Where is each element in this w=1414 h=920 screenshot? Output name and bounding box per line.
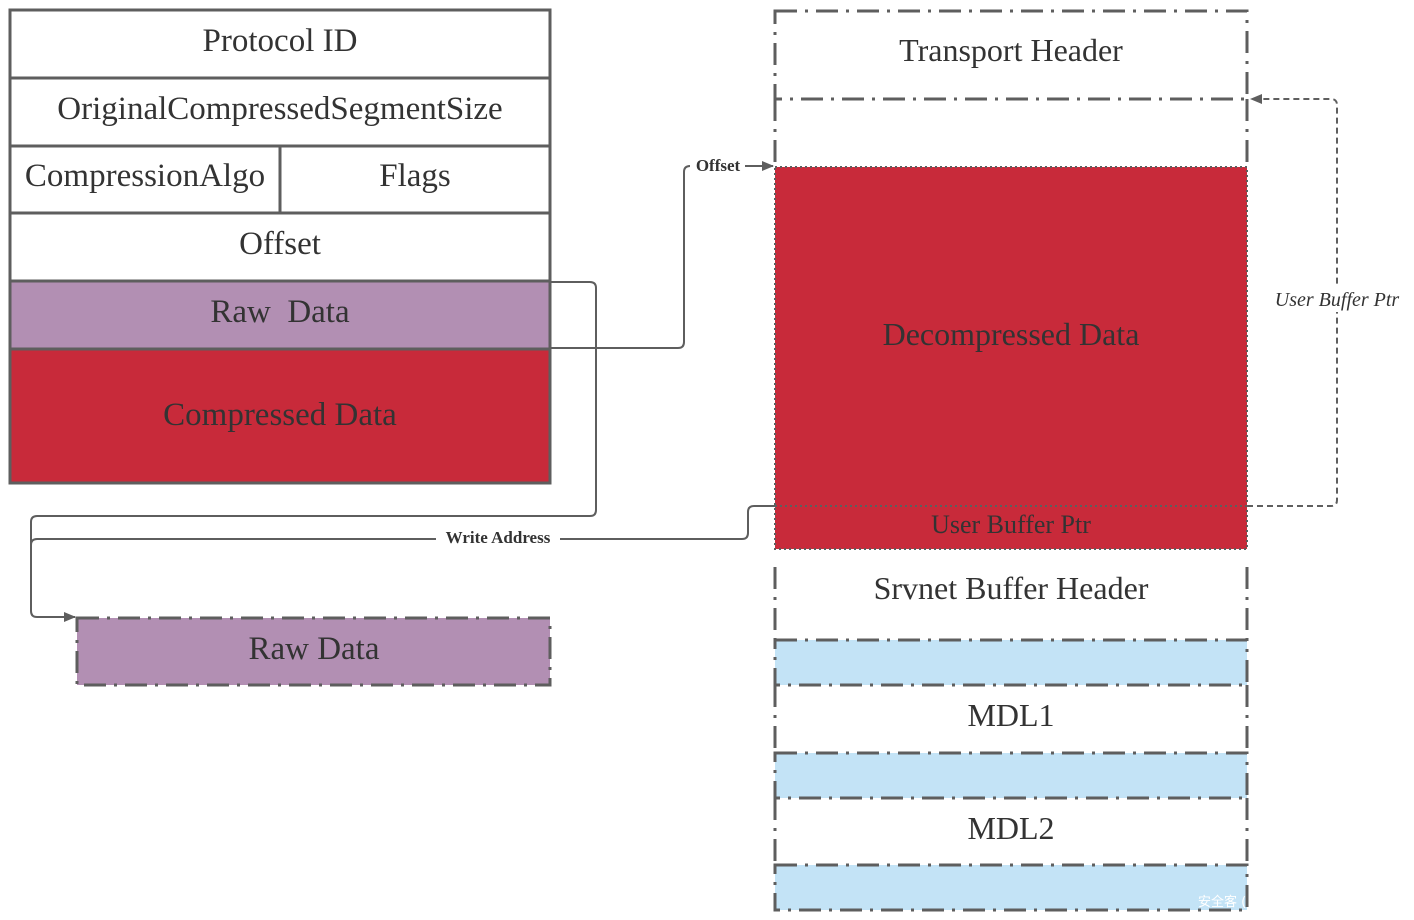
user-buffer-ptr-label: User Buffer Ptr: [1275, 289, 1400, 311]
mdl2-label: MDL2: [967, 810, 1054, 846]
raw-data-field: [8, 279, 552, 351]
decompressed-data-box: [774, 166, 1248, 550]
decompressed-data-label: Decompressed Data: [883, 316, 1140, 352]
protocol-id-field: [8, 8, 552, 80]
transport-header-label: Transport Header: [899, 32, 1123, 68]
compressed-data-label: Compressed Data: [163, 397, 397, 433]
flags-field: [278, 144, 552, 215]
flags-label: Flags: [379, 158, 451, 194]
write-address-connector-left: [30, 538, 436, 560]
srvnet-header-label: Srvnet Buffer Header: [874, 570, 1149, 606]
mdl-band-3: [773, 863, 1249, 912]
protocol-id-label: Protocol ID: [203, 23, 358, 59]
raw-data-connector: [30, 281, 597, 622]
user-buffer-ptr-label-bg: [1266, 286, 1408, 312]
raw-data-label: Raw Data: [210, 294, 350, 330]
mdl-band-2: [773, 751, 1249, 800]
raw-data-destination: Raw Data: [75, 616, 552, 687]
compression-algo-label: CompressionAlgo: [25, 158, 265, 194]
offset-connector-label: Offset: [696, 156, 741, 175]
compressed-data-field: [8, 347, 552, 485]
original-size-label: OriginalCompressedSegmentSize: [57, 91, 502, 127]
raw-data-dest-box: [75, 616, 552, 687]
original-size-field: [8, 76, 552, 148]
write-address-connector-right: [560, 505, 775, 540]
mdl1-label: MDL1: [967, 697, 1054, 733]
watermark-text: 安全客 (: [1198, 894, 1246, 910]
offset-connector: [550, 165, 691, 349]
mdl-band-1: [773, 638, 1249, 687]
user-buffer-ptr-inner-label: User Buffer Ptr: [931, 510, 1091, 539]
write-address-label: Write Address: [446, 528, 551, 547]
raw-data-dest-label: Raw Data: [248, 631, 379, 667]
transport-header-box: [773, 9, 1249, 101]
srvnet-buffer: Transport Header Decompressed Data User …: [773, 9, 1249, 912]
offset-field-label: Offset: [239, 226, 321, 262]
compressed-packet: Protocol ID OriginalCompressedSegmentSiz…: [8, 8, 552, 485]
